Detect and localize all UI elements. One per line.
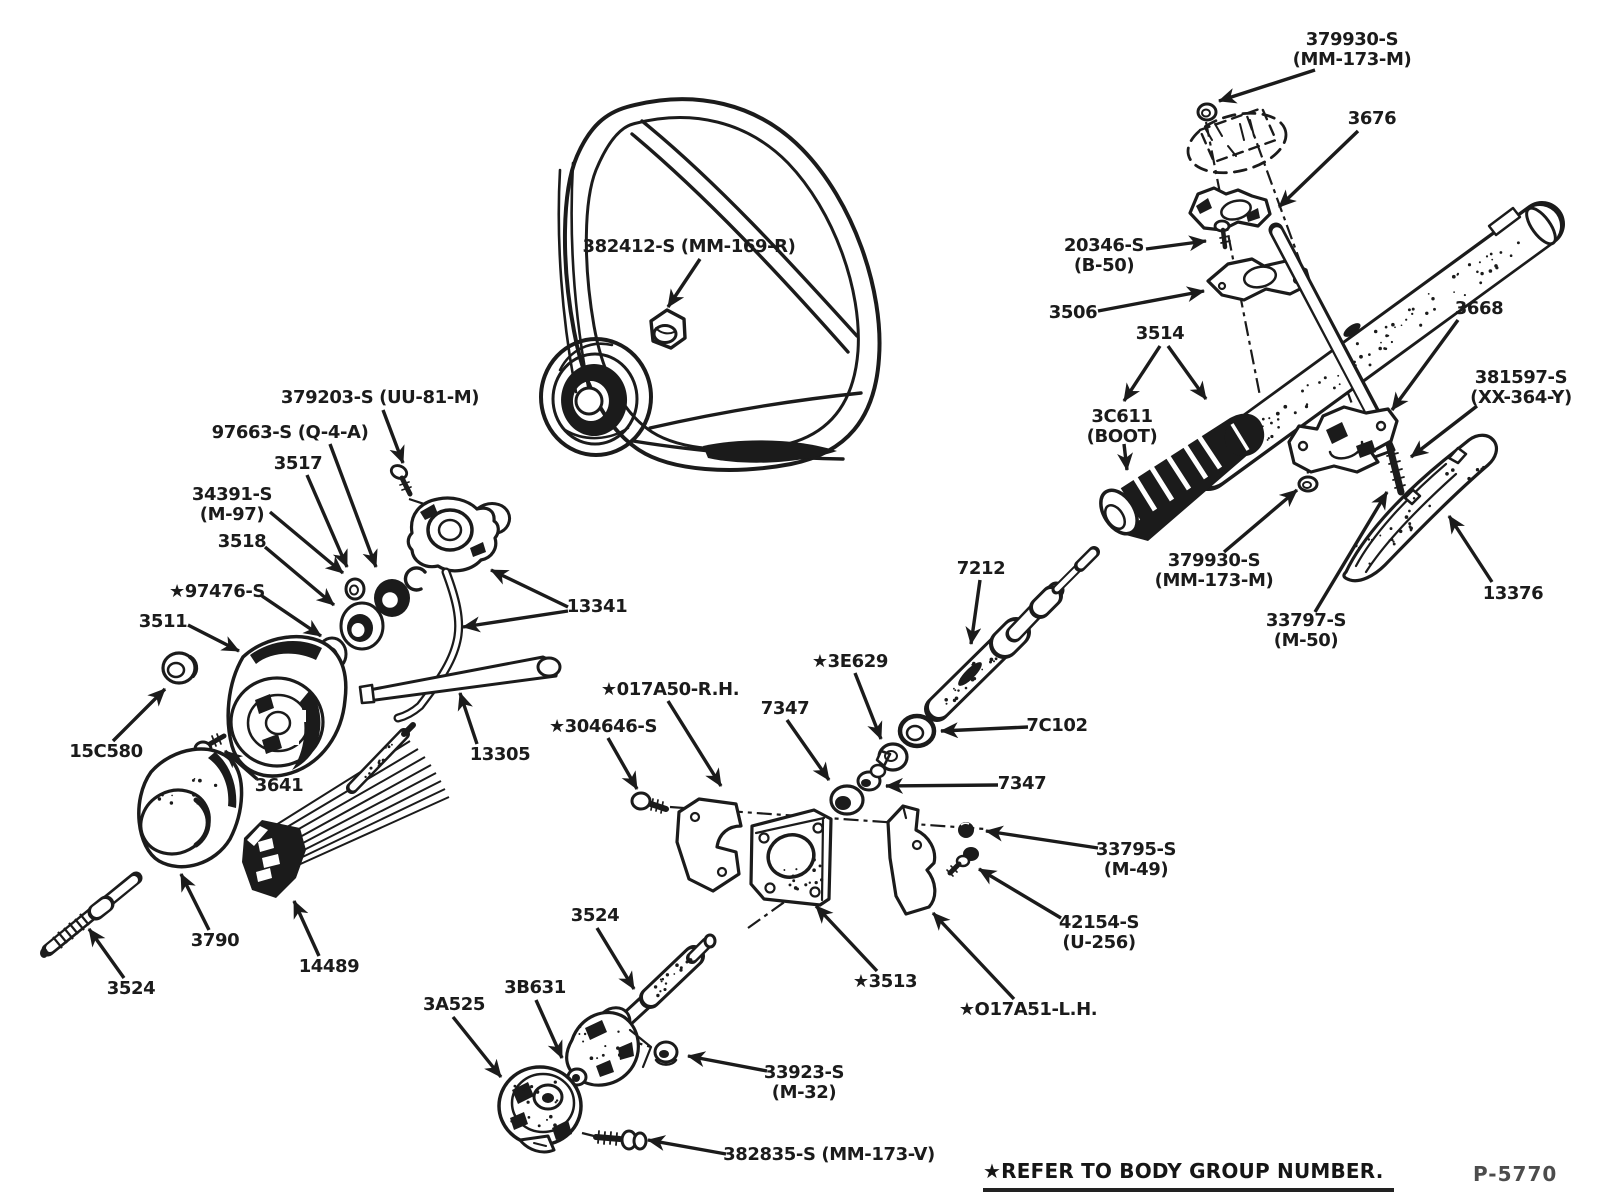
stud-33797 bbox=[1385, 440, 1406, 496]
nut-33923 bbox=[628, 1028, 679, 1069]
bolt-304646 bbox=[630, 791, 669, 814]
seal-3518 bbox=[339, 601, 385, 651]
flange-3a525 bbox=[497, 1065, 583, 1154]
snap-ring-97663 bbox=[403, 566, 427, 592]
steering-wheel-nut bbox=[649, 308, 687, 350]
u-joint-3b631 bbox=[565, 1006, 640, 1087]
ignition-switch-housing-13341 bbox=[393, 496, 512, 723]
toe-plate-dashed bbox=[1186, 106, 1288, 175]
grommet-15c580 bbox=[161, 651, 199, 685]
steering-wheel bbox=[539, 97, 882, 472]
bolt-42154 bbox=[946, 847, 979, 877]
bolt-379203 bbox=[389, 464, 413, 497]
nut-379930-lower bbox=[1297, 475, 1319, 493]
washer-7347-front bbox=[829, 784, 865, 816]
housing-3511 bbox=[226, 634, 348, 778]
bracket-o17a51-lh bbox=[886, 804, 937, 916]
toe-plate-3513 bbox=[749, 808, 833, 907]
bracket-017a50-rh bbox=[675, 797, 743, 893]
steering-shaft-3524-left bbox=[40, 722, 416, 958]
bearing-7c102 bbox=[897, 713, 937, 749]
shaft-7212 bbox=[924, 546, 1100, 722]
washer-7347-rear bbox=[856, 763, 887, 792]
footer-note: ★REFER TO BODY GROUP NUMBER. bbox=[983, 1160, 1394, 1192]
page-reference: P-5770 bbox=[1473, 1162, 1558, 1186]
connector-14489 bbox=[242, 740, 450, 898]
top-mounting-nut-379930 bbox=[1196, 102, 1218, 122]
clamp-3676 bbox=[1188, 186, 1272, 232]
assembly-axis-lines bbox=[408, 115, 1354, 1138]
cover-plate-13376 bbox=[1342, 433, 1499, 583]
bolt-20346 bbox=[1213, 219, 1231, 250]
sleeve-3e629 bbox=[875, 742, 909, 772]
bolt-382835 bbox=[593, 1129, 648, 1151]
washer-3517 bbox=[344, 577, 366, 601]
shift-boot-3c611 bbox=[1099, 413, 1265, 541]
leader-arrows bbox=[87, 68, 1494, 1156]
column-jacket-tube bbox=[1185, 201, 1565, 491]
bracket-381597 bbox=[1287, 405, 1399, 474]
bearing-34391 bbox=[374, 579, 410, 617]
turn-signal-lever-13305 bbox=[358, 655, 562, 705]
cancel-cam-cup-3790 bbox=[137, 747, 244, 869]
nut-33795 bbox=[958, 822, 974, 838]
